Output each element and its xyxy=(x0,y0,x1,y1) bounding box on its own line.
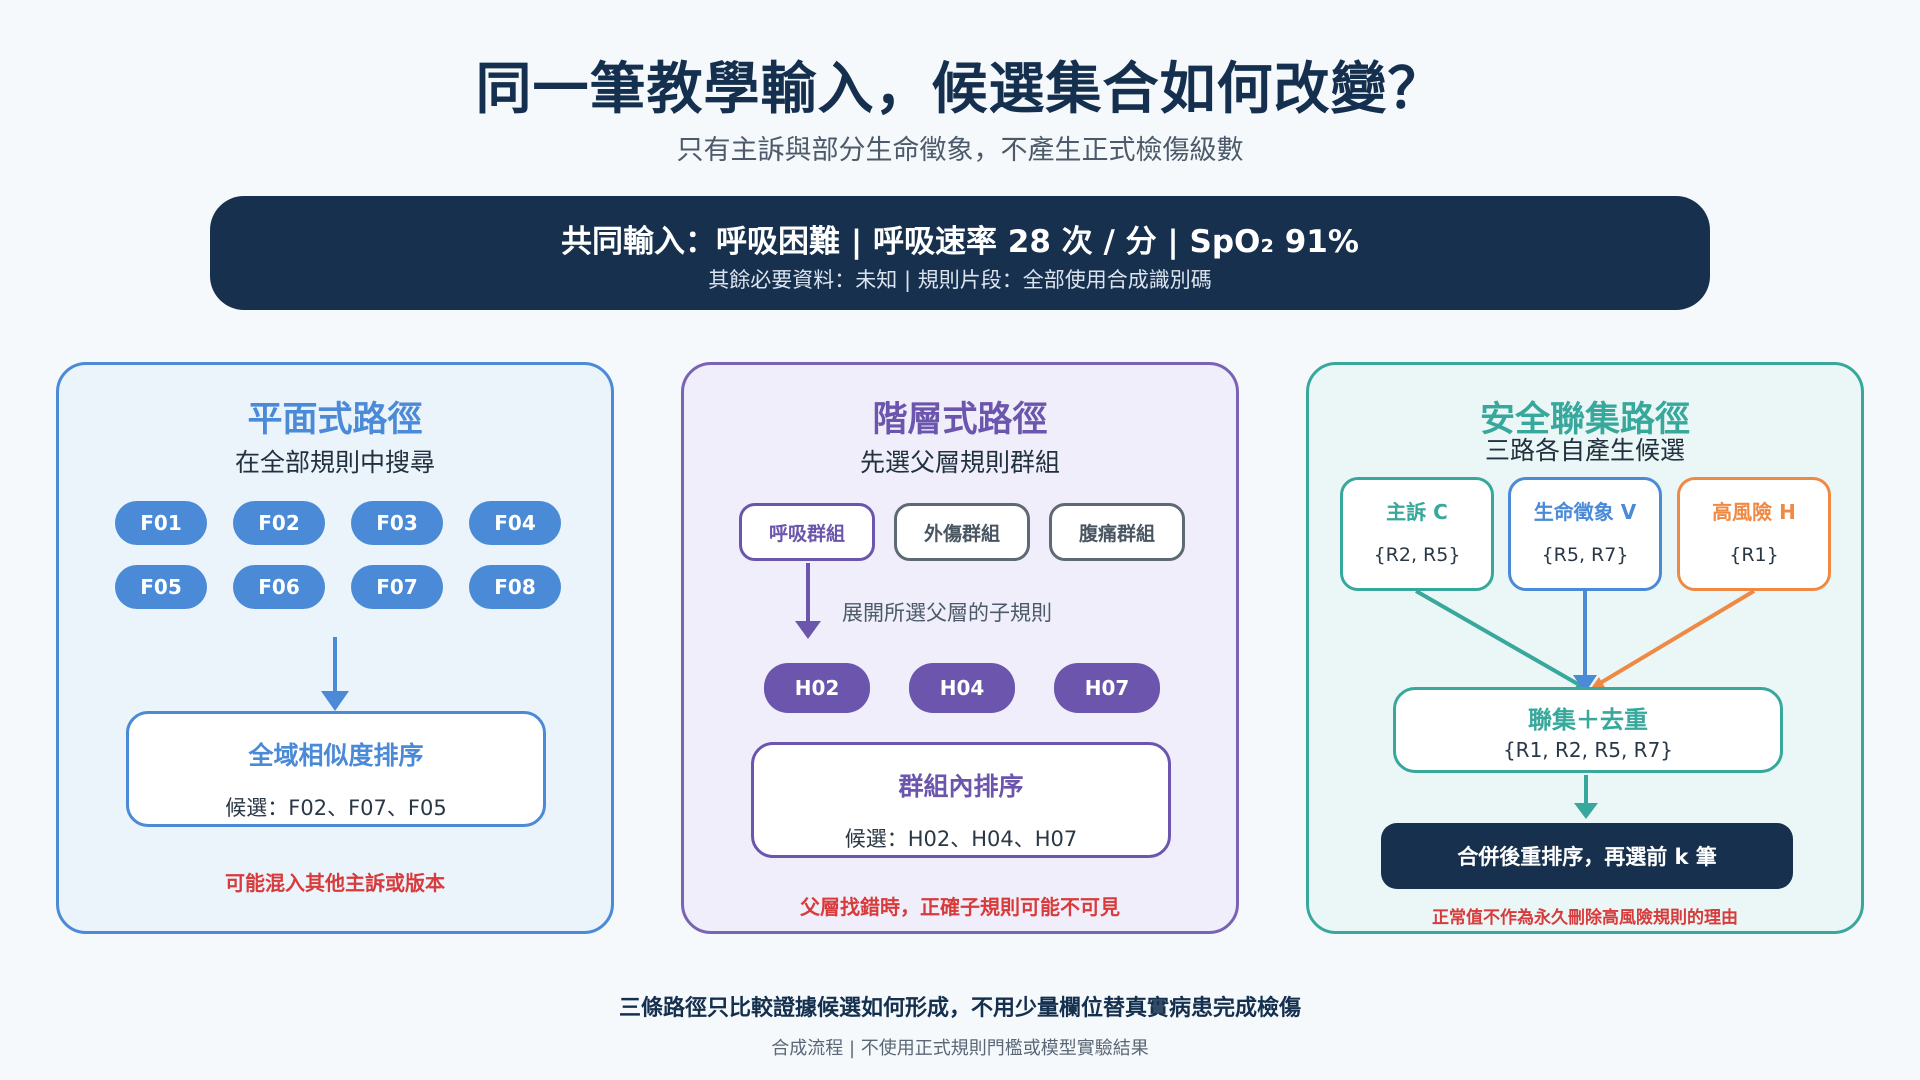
flat-path-title: 平面式路徑 xyxy=(247,400,423,440)
shared-input-note: 其餘必要資料：未知 | 規則片段：全部使用合成識別碼 xyxy=(708,268,1212,292)
footer-note: 三條路徑只比較證據候選如何形成，不用少量欄位替真實病患完成檢傷 xyxy=(618,996,1301,1021)
expand-children-label: 展開所選父層的子規則 xyxy=(842,601,1052,625)
union-path-subtitle: 三路各自產生候選 xyxy=(1484,436,1685,465)
union-dedupe-title: 聯集＋去重 xyxy=(1528,706,1648,734)
source-vital-signs: 生命徵象 V {R5, R7} xyxy=(1508,477,1662,591)
hierarchical-path-title: 階層式路徑 xyxy=(872,400,1048,440)
union-warning: 正常值不作為永久刪除高風險規則的理由 xyxy=(1432,908,1738,928)
parent-group-respiratory: 呼吸群組 xyxy=(739,503,875,561)
page-subtitle: 只有主訴與部分生命徵象，不產生正式檢傷級數 xyxy=(676,135,1244,166)
child-rule-h07: H07 xyxy=(1054,663,1160,713)
source-high-risk-title: 高風險 H xyxy=(1712,500,1796,524)
source-vital-signs-title: 生命徵象 V xyxy=(1533,500,1637,524)
source-chief-complaint: 主訴 C {R2, R5} xyxy=(1340,477,1494,591)
union-set: {R1, R2, R5, R7} xyxy=(1502,738,1674,762)
rule-pill-f03: F03 xyxy=(351,501,443,545)
footer-source: 合成流程 | 不使用正式規則門檻或模型實驗結果 xyxy=(771,1038,1149,1059)
source-high-risk-set: {R1} xyxy=(1729,544,1779,566)
flat-ranking-box: 全域相似度排序 候選：F02、F07、F05 xyxy=(126,711,546,827)
parent-group-abdominal: 腹痛群組 xyxy=(1049,503,1185,561)
union-path-panel: 安全聯集路徑 三路各自產生候選 主訴 C {R2, R5} 生命徵象 V {R5… xyxy=(1306,362,1864,934)
shared-input-main: 共同輸入：呼吸困難 | 呼吸速率 28 次 / 分 | SpO₂ 91% xyxy=(561,224,1359,260)
child-rule-h04: H04 xyxy=(909,663,1015,713)
rule-pill-f04: F04 xyxy=(469,501,561,545)
union-path-title: 安全聯集路徑 xyxy=(1479,400,1690,440)
down-arrow-icon xyxy=(795,563,821,639)
flat-path-panel: 平面式路徑 在全部規則中搜尋 F01 F02 F03 F04 F05 F06 F… xyxy=(56,362,614,934)
source-chief-complaint-set: {R2, R5} xyxy=(1373,544,1461,566)
hierarchical-candidates: 候選：H02、H04、H07 xyxy=(844,827,1078,851)
shared-input-banner: 共同輸入：呼吸困難 | 呼吸速率 28 次 / 分 | SpO₂ 91% 其餘必… xyxy=(210,196,1710,310)
hierarchical-ranking-title: 群組內排序 xyxy=(898,772,1024,801)
flat-warning: 可能混入其他主訴或版本 xyxy=(225,871,445,895)
flat-ranking-title: 全域相似度排序 xyxy=(248,741,424,770)
rule-pill-f07: F07 xyxy=(351,565,443,609)
parent-group-trauma: 外傷群組 xyxy=(894,503,1030,561)
flat-path-subtitle: 在全部規則中搜尋 xyxy=(234,448,435,477)
rule-pill-f01: F01 xyxy=(115,501,207,545)
hierarchical-ranking-box: 群組內排序 候選：H02、H04、H07 xyxy=(751,742,1171,858)
hierarchical-path-subtitle: 先選父層規則群組 xyxy=(859,448,1060,477)
source-vital-signs-set: {R5, R7} xyxy=(1541,544,1629,566)
down-arrow-icon xyxy=(1574,775,1598,819)
rerank-top-k-box: 合併後重排序，再選前 k 筆 xyxy=(1381,823,1793,889)
source-chief-complaint-title: 主訴 C xyxy=(1386,500,1448,524)
hierarchical-warning: 父層找錯時，正確子規則可能不可見 xyxy=(800,895,1120,919)
hierarchical-path-panel: 階層式路徑 先選父層規則群組 呼吸群組 外傷群組 腹痛群組 展開所選父層的子規則… xyxy=(681,362,1239,934)
down-arrow-icon xyxy=(321,637,349,711)
rule-pill-f05: F05 xyxy=(115,565,207,609)
union-dedupe-box: 聯集＋去重 {R1, R2, R5, R7} xyxy=(1393,687,1783,773)
rule-pill-f06: F06 xyxy=(233,565,325,609)
flat-candidates: 候選：F02、F07、F05 xyxy=(225,796,447,820)
rule-pill-f08: F08 xyxy=(469,565,561,609)
rule-pill-f02: F02 xyxy=(233,501,325,545)
source-high-risk: 高風險 H {R1} xyxy=(1677,477,1831,591)
child-rule-h02: H02 xyxy=(764,663,870,713)
page-title: 同一筆教學輸入，候選集合如何改變？ xyxy=(475,57,1445,122)
